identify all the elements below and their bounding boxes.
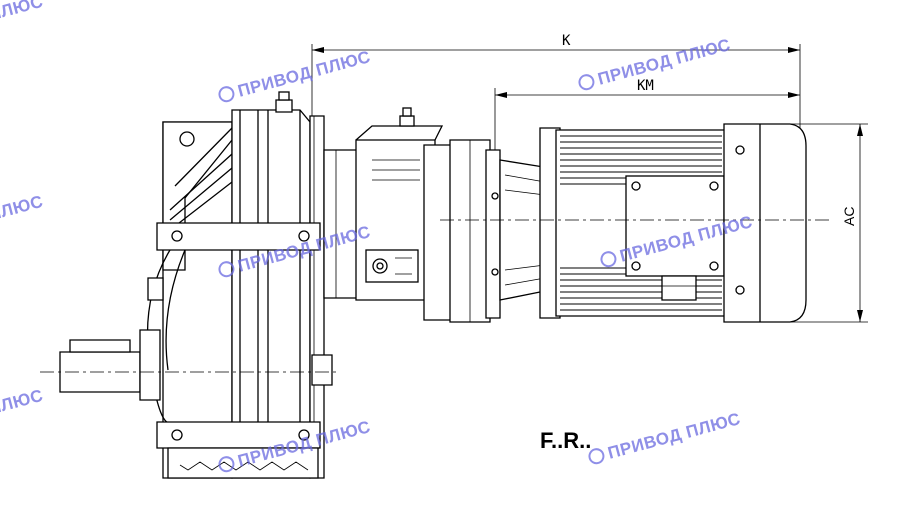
electric-motor — [539, 123, 807, 323]
cable-gland — [661, 275, 697, 301]
watermark-text: ПРИВОД ПЛЮС — [236, 47, 373, 101]
watermark-text: ПЛЮС — [0, 0, 45, 24]
watermark-text: ПРИВОД ПЛЮС — [606, 409, 743, 463]
dimension-km: KM — [494, 78, 800, 152]
watermark-text: ПЛЮС — [0, 386, 45, 419]
terminal-box — [625, 175, 725, 277]
series-label: F..R.. — [540, 428, 591, 453]
watermark-logo-icon — [218, 86, 235, 103]
dimension-ac-label: AC — [841, 207, 857, 226]
watermark-logo-icon — [218, 261, 235, 278]
primary-stage — [323, 107, 444, 301]
dimension-k: K — [311, 33, 801, 130]
watermark-logo-icon — [600, 251, 617, 268]
dimension-ac: AC — [776, 123, 868, 323]
dimension-km-label: KM — [637, 78, 654, 94]
output-shaft — [59, 329, 161, 401]
coupling-flange — [423, 139, 501, 323]
watermark-logo-icon — [218, 456, 235, 473]
watermark-logo-icon — [588, 448, 605, 465]
watermark-logo-icon — [578, 74, 595, 91]
dimension-k-label: K — [562, 33, 571, 49]
fan-cowl — [723, 123, 807, 323]
gear-housing — [146, 91, 333, 479]
watermark-text: ПЛЮС — [0, 192, 45, 225]
watermark-text: ПРИВОД ПЛЮС — [596, 35, 733, 89]
